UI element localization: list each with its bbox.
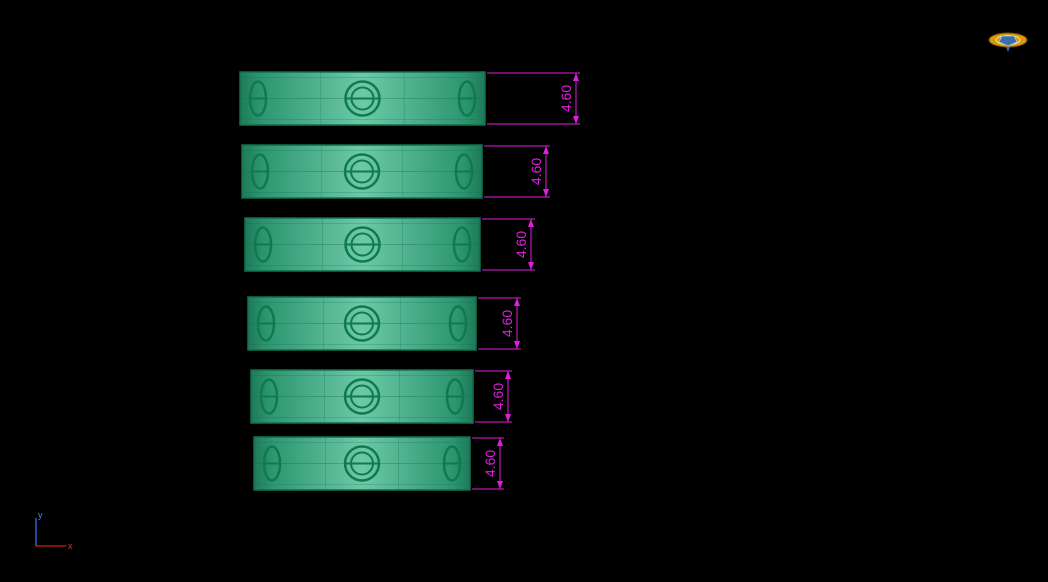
part-4[interactable] [247,296,477,351]
dimension-arrow-bottom-icon [514,341,520,349]
dimension-arrow-top-icon [573,73,579,81]
dimension-label: 4.60 [513,231,529,258]
axis-triad: x y [35,510,73,551]
dimension-1: 4.60 [487,72,580,125]
dimension-arrow-bottom-icon [497,481,503,489]
center-emblem-outer-icon [343,445,381,482]
right-oval-emboss-icon [445,378,465,415]
parts-layer: 4.60 4.60 4.60 4.60 4.60 4.60 [239,71,580,491]
part-1[interactable] [239,71,486,126]
center-emblem-outer-icon [344,80,381,117]
dimension-3: 4.60 [482,218,535,271]
dimension-arrow-top-icon [514,298,520,306]
dimension-arrow-top-icon [497,438,503,446]
left-oval-emboss-icon [253,226,273,263]
left-oval-emboss-icon [248,80,268,117]
part-3[interactable] [244,217,481,272]
dimension-2: 4.60 [484,145,550,198]
right-oval-emboss-icon [457,80,477,117]
view-cube-gizmo-icon[interactable] [988,32,1028,52]
dimension-arrow-bottom-icon [573,116,579,124]
left-oval-emboss-icon [250,153,270,190]
part-5[interactable] [250,369,474,424]
left-oval-emboss-icon [256,305,276,342]
right-oval-emboss-icon [452,226,472,263]
y-axis-label: y [38,510,43,520]
dimension-arrow-top-icon [543,146,549,154]
center-emblem-outer-icon [344,226,381,263]
right-oval-emboss-icon [442,445,462,482]
part-6[interactable] [253,436,471,491]
left-oval-emboss-icon [259,378,279,415]
dimension-label: 4.60 [482,450,498,477]
dimension-label: 4.60 [558,85,574,112]
center-emblem-outer-icon [343,305,381,342]
center-emblem-outer-icon [343,378,381,415]
x-axis-label: x [68,541,73,551]
dimension-arrow-bottom-icon [543,189,549,197]
right-oval-emboss-icon [448,305,468,342]
gizmo-cube-icon [998,35,1018,47]
dimension-arrow-bottom-icon [505,414,511,422]
dimension-arrow-top-icon [528,219,534,227]
dimension-arrow-bottom-icon [528,262,534,270]
part-2[interactable] [241,144,483,199]
gizmo-pointer-icon [1006,47,1010,52]
dimension-label: 4.60 [499,310,515,337]
dimension-5: 4.60 [475,370,512,423]
dimension-label: 4.60 [490,383,506,410]
dimension-arrow-top-icon [505,371,511,379]
dimension-6: 4.60 [472,437,504,490]
left-oval-emboss-icon [262,445,282,482]
center-emblem-outer-icon [343,153,381,190]
dimension-label: 4.60 [528,158,544,185]
dimension-4: 4.60 [478,297,521,350]
right-oval-emboss-icon [454,153,474,190]
